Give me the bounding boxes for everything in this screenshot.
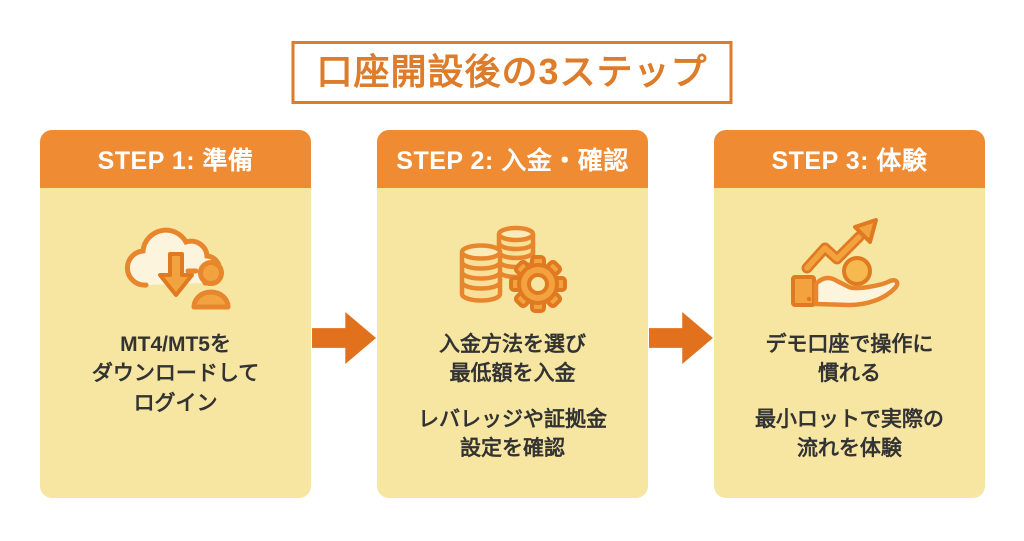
step-1-text: MT4/MT5を ダウンロードして ログイン: [92, 330, 259, 418]
step-2-paragraph-2: レバレッジや証拠金 設定を確認: [418, 405, 607, 464]
text-line: MT4/MT5を: [120, 333, 231, 356]
step-2-paragraph-1: 入金方法を選び 最低額を入金: [418, 330, 607, 389]
flow-gap: [311, 130, 377, 498]
steps-row: STEP 1: 準備 MT4/MT5を ダウンロードして ログイン: [40, 130, 986, 498]
step-1-body: MT4/MT5を ダウンロードして ログイン: [40, 188, 311, 498]
text-line: 流れを体験: [796, 437, 902, 461]
step-3-body: デモ口座で操作に 慣れる 最小ロットで実際の 流れを体験: [714, 188, 985, 498]
arrow-right-icon: [312, 312, 377, 364]
text-line: デモ口座で操作に: [765, 333, 934, 356]
arrow-right-icon: [648, 312, 713, 364]
step-1-header: STEP 1: 準備: [40, 130, 312, 188]
text-line: ダウンロードして: [91, 362, 260, 386]
step-2-header: STEP 2: 入金・確認: [376, 130, 649, 188]
text-line: 慣れる: [817, 362, 881, 386]
text-line: 最小ロットで実際の: [754, 407, 944, 431]
page-title: 口座開設後の3ステップ: [291, 41, 733, 104]
flow-gap: [648, 130, 714, 498]
step-card-2: STEP 2: 入金・確認: [376, 130, 649, 498]
text-line: ログイン: [133, 391, 218, 415]
step-2-body: 入金方法を選び 最低額を入金 レバレッジや証拠金 設定を確認: [377, 188, 648, 498]
cloud-download-user-icon: [110, 196, 242, 330]
text-line: 入金方法を選び: [439, 333, 586, 356]
step-3-paragraph-1: デモ口座で操作に 慣れる: [755, 330, 944, 389]
step-3-header: STEP 3: 体験: [713, 130, 986, 188]
step-card-1: STEP 1: 準備 MT4/MT5を ダウンロードして ログイン: [40, 130, 312, 498]
text-line: 最低額を入金: [449, 362, 576, 386]
text-line: レバレッジや証拠金: [418, 407, 607, 431]
step-2-text: 入金方法を選び 最低額を入金 レバレッジや証拠金 設定を確認: [418, 330, 607, 464]
hand-coin-growth-icon: [783, 196, 915, 330]
text-line: 設定を確認: [460, 437, 565, 461]
step-1-paragraph: MT4/MT5を ダウンロードして ログイン: [92, 330, 259, 418]
step-3-text: デモ口座で操作に 慣れる 最小ロットで実際の 流れを体験: [755, 330, 944, 464]
step-3-paragraph-2: 最小ロットで実際の 流れを体験: [755, 405, 944, 464]
step-card-3: STEP 3: 体験 デモ口座で操作に 慣れる: [713, 130, 986, 498]
coins-gear-icon: [447, 196, 579, 330]
